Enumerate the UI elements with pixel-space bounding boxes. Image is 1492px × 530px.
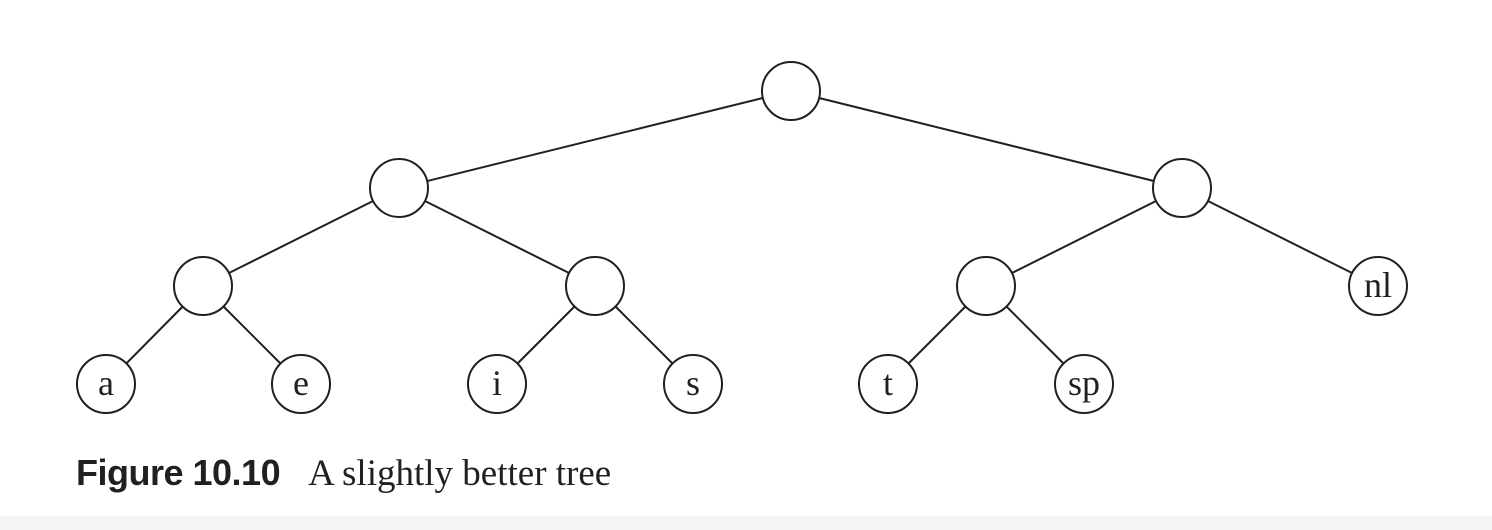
node-circle: [1054, 354, 1114, 414]
tree-node-n-ll: [173, 256, 233, 316]
tree-diagram: nl a e i s t sp: [76, 61, 1408, 414]
edge-n-lr-to-leaf-s: [614, 305, 674, 365]
node-circle: [1152, 158, 1212, 218]
edge-root-to-n-r: [818, 97, 1155, 182]
edge-n-l-to-n-lr: [424, 200, 570, 274]
tree-node-leaf-t: t: [858, 354, 918, 414]
node-label: t: [883, 363, 893, 403]
tree-nodes: nl a e i s t sp: [76, 61, 1408, 414]
node-circle: [76, 354, 136, 414]
node-label: i: [492, 363, 502, 403]
tree-node-root: [761, 61, 821, 121]
tree-node-n-rl: [956, 256, 1016, 316]
edge-n-r-to-leaf-nl: [1207, 200, 1353, 274]
edge-n-ll-to-leaf-a: [125, 305, 184, 365]
tree-node-leaf-sp: sp: [1054, 354, 1114, 414]
node-label: sp: [1068, 363, 1100, 403]
node-circle: [858, 354, 918, 414]
edge-n-rl-to-leaf-sp: [1005, 305, 1065, 365]
edge-n-ll-to-leaf-e: [222, 305, 282, 365]
page-bottom-band: [0, 516, 1492, 530]
figure-caption-text: A slightly better tree: [308, 453, 612, 494]
node-label: nl: [1364, 265, 1392, 305]
node-circle: [565, 256, 625, 316]
node-label: s: [686, 363, 700, 403]
edge-n-r-to-n-rl: [1011, 200, 1157, 274]
node-circle: [761, 61, 821, 121]
node-circle: [663, 354, 723, 414]
tree-node-leaf-s: s: [663, 354, 723, 414]
edge-n-l-to-n-ll: [228, 200, 374, 274]
tree-node-n-l: [369, 158, 429, 218]
tree-node-leaf-nl: nl: [1348, 256, 1408, 316]
edge-root-to-n-l: [426, 96, 764, 183]
node-circle: [271, 354, 331, 414]
node-label: e: [293, 363, 309, 403]
figure-caption: Figure 10.10 A slightly better tree: [76, 452, 611, 495]
tree-node-leaf-a: a: [76, 354, 136, 414]
node-circle: [467, 354, 527, 414]
node-circle: [369, 158, 429, 218]
figure-label: Figure 10.10: [76, 452, 281, 493]
tree-edges: [125, 96, 1353, 365]
edge-n-lr-to-leaf-i: [516, 305, 576, 365]
tree-node-n-r: [1152, 158, 1212, 218]
node-label: a: [98, 363, 114, 403]
node-circle: [956, 256, 1016, 316]
edge-n-rl-to-leaf-t: [907, 305, 967, 365]
node-circle: [173, 256, 233, 316]
node-circle: [1348, 256, 1408, 316]
tree-node-leaf-e: e: [271, 354, 331, 414]
tree-node-leaf-i: i: [467, 354, 527, 414]
tree-node-n-lr: [565, 256, 625, 316]
